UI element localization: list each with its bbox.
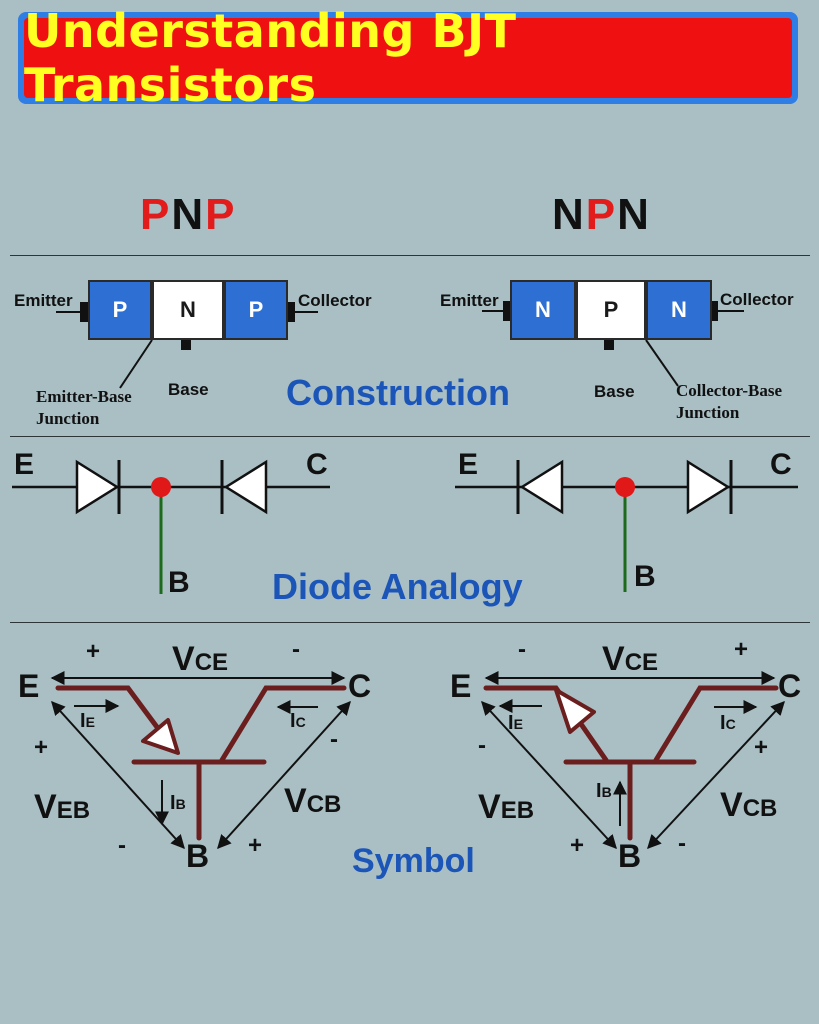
pnp-junction-line2: Junction — [36, 409, 100, 428]
npn-sign-vce-left: - — [518, 636, 526, 663]
pnp-sign-vcb-top: - — [330, 726, 338, 753]
npn-base-label: Base — [594, 382, 635, 401]
page-title: Understanding BJT Transistors — [24, 4, 517, 112]
pnp-letter-3: P — [205, 190, 237, 239]
pnp-vcb-sub: CB — [306, 791, 342, 818]
pnp-emitter-terminal — [80, 302, 88, 322]
npn-vcb-label: VCB — [720, 786, 778, 824]
npn-symbol-b: B — [618, 838, 642, 874]
pnp-diode-circuit — [12, 459, 330, 594]
pnp-collector-label: Collector — [298, 291, 372, 310]
npn-letter-1: N — [552, 190, 586, 239]
pnp-vcb-label: VCB — [284, 782, 341, 821]
npn-diode-e: E — [458, 448, 479, 481]
npn-base-terminal — [604, 338, 614, 350]
npn-ic-label: IC — [720, 712, 736, 734]
section-symbol: Symbol — [352, 842, 475, 880]
section-diode-analogy: Diode Analogy — [272, 566, 523, 607]
pnp-diode-1 — [75, 459, 120, 515]
pnp-vce-sub: CE — [194, 649, 229, 676]
pnp-sign-vce-right: - — [292, 636, 300, 663]
pnp-node-dot — [151, 477, 171, 497]
npn-ie-label: IE — [508, 712, 523, 734]
npn-diode-2 — [686, 459, 731, 515]
pnp-symbol-c: C — [348, 668, 372, 704]
pnp-sign-veb-top: + — [34, 734, 49, 761]
pnp-veb-sub: EB — [56, 797, 91, 824]
npn-emitter-arrowhead — [554, 688, 596, 734]
npn-header: NPN — [552, 190, 651, 240]
npn-sign-vcb-bottom: - — [678, 830, 686, 857]
pnp-sign-veb-bottom: - — [118, 832, 126, 859]
pnp-block-p2: P — [224, 280, 288, 340]
npn-symbol-lines — [481, 671, 785, 850]
pnp-base-label: Base — [168, 380, 209, 399]
npn-vcb-arrow — [647, 700, 785, 850]
npn-symbol-e: E — [450, 668, 472, 704]
pnp-vce-label: VCE — [172, 640, 228, 679]
npn-veb-arrow — [481, 700, 617, 850]
npn-block-p: P — [576, 280, 646, 340]
pnp-diode-2 — [223, 459, 268, 515]
npn-emitter-terminal — [503, 301, 511, 321]
npn-junction-line1: Collector-Base — [676, 381, 783, 400]
pnp-vcb-v: V — [284, 782, 307, 820]
npn-diode-1 — [519, 459, 564, 515]
npn-letter-3: N — [617, 190, 651, 239]
pnp-header: PNP — [140, 190, 237, 240]
npn-diode-c: C — [770, 448, 792, 481]
pnp-base-terminal — [181, 338, 191, 350]
pnp-vce-v: V — [172, 640, 195, 678]
npn-block-n2: N — [646, 280, 712, 340]
npn-symbol-c: C — [778, 668, 802, 704]
npn-collector-terminal — [710, 301, 718, 321]
pnp-diode-b: B — [168, 566, 190, 599]
pnp-letter-2: N — [171, 190, 206, 239]
npn-veb-label: VEB — [478, 788, 535, 826]
pnp-collector-terminal — [287, 302, 295, 322]
npn-vce-label: VCE — [602, 640, 659, 678]
pnp-sign-vcb-bottom: + — [248, 832, 263, 859]
pnp-veb-label: VEB — [34, 788, 90, 827]
pnp-emitter-arrowhead — [141, 718, 180, 755]
npn-sign-veb-bottom: + — [570, 832, 585, 859]
pnp-veb-v: V — [34, 788, 57, 826]
npn-collector-label: Collector — [720, 290, 794, 309]
npn-letter-2: P — [585, 190, 618, 239]
section-construction: Construction — [286, 372, 510, 413]
pnp-vcb-arrow — [217, 700, 351, 850]
npn-ib-label: IB — [596, 780, 612, 802]
divider-1 — [10, 255, 810, 256]
title-banner-inner: Understanding BJT Transistors — [24, 4, 792, 112]
pnp-junction-line1: Emitter-Base — [36, 387, 132, 406]
pnp-symbol-e: E — [18, 668, 40, 704]
title-banner: Understanding BJT Transistors — [18, 4, 798, 112]
pnp-block-p1: P — [88, 280, 152, 340]
pnp-symbol-lines — [50, 671, 351, 850]
pnp-emitter-label: Emitter — [14, 291, 73, 310]
pnp-diode-e: E — [14, 448, 35, 481]
npn-sign-veb-top: - — [478, 732, 486, 759]
pnp-ic-label: IC — [290, 710, 306, 732]
divider-3 — [10, 622, 810, 623]
pnp-ie-label: IE — [80, 710, 95, 732]
npn-node-dot — [615, 477, 635, 497]
divider-2 — [10, 436, 810, 437]
pnp-block-n: N — [152, 280, 224, 340]
npn-sign-vce-right: + — [734, 636, 749, 663]
pnp-letter-1: P — [140, 190, 172, 239]
pnp-symbol-b: B — [186, 838, 210, 874]
pnp-diode-c: C — [306, 448, 328, 481]
pnp-ib-label: IB — [170, 792, 186, 814]
npn-diode-circuit — [455, 459, 798, 592]
npn-diode-b: B — [634, 560, 656, 593]
npn-emitter-label: Emitter — [440, 291, 499, 310]
npn-sign-vcb-top: + — [754, 734, 769, 761]
npn-junction-line2: Junction — [676, 403, 740, 422]
npn-block-n1: N — [510, 280, 576, 340]
pnp-sign-vce-left: + — [86, 638, 101, 665]
